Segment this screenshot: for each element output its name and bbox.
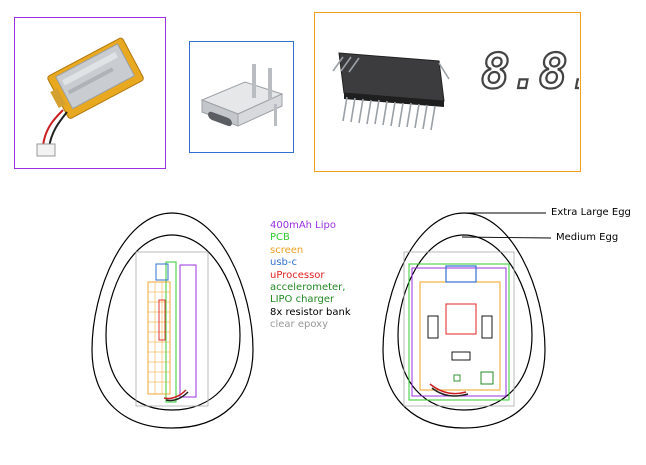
right-resistor-center xyxy=(452,352,470,360)
medium-egg-leader xyxy=(462,237,551,238)
legend-item: PCB xyxy=(270,232,351,244)
left-clear-epoxy xyxy=(136,252,208,406)
legend-item: 400mAh Lipo xyxy=(270,220,351,232)
usb-c-connector-icon xyxy=(190,42,292,151)
legend-item: LIPO charger xyxy=(270,294,351,306)
extra-large-egg-label: Extra Large Egg xyxy=(551,207,631,218)
left-egg-assembly xyxy=(92,213,253,428)
right-lipo-charger xyxy=(481,372,493,384)
left-usbc xyxy=(156,264,168,280)
right-resistor-right xyxy=(482,316,492,338)
segment-display-icon: 8.8.8 xyxy=(315,13,579,170)
battery-photo-frame xyxy=(14,17,166,169)
right-pcb xyxy=(409,264,509,400)
right-medium-egg xyxy=(398,235,532,410)
segment-digits: 8.8.8 xyxy=(481,44,579,100)
legend-item: clear epoxy xyxy=(270,319,351,331)
right-battery xyxy=(412,268,506,396)
left-medium-egg xyxy=(106,235,240,410)
screen-photo-frame: 8.8.8 xyxy=(314,12,581,172)
right-egg-assembly xyxy=(383,213,545,428)
left-screen xyxy=(148,282,170,394)
component-legend: 400mAh LipoPCBscreenusb-cuProcessoraccel… xyxy=(270,220,351,332)
lipo-battery-icon xyxy=(15,18,164,167)
left-uprocessor xyxy=(159,300,165,340)
right-screen xyxy=(420,282,500,390)
legend-item: uProcessor xyxy=(270,270,351,282)
right-uprocessor xyxy=(446,304,476,334)
medium-egg-label: Medium Egg xyxy=(556,232,618,243)
legend-item: accelerometer, xyxy=(270,282,351,294)
left-battery xyxy=(180,265,196,397)
right-resistor-left xyxy=(428,316,438,338)
legend-item: usb-c xyxy=(270,257,351,269)
right-extra-large-egg xyxy=(383,213,545,428)
legend-item: 8x resistor bank xyxy=(270,307,351,319)
right-accelerometer xyxy=(454,375,460,381)
right-clear-epoxy xyxy=(404,252,514,406)
left-pcb xyxy=(166,262,176,402)
left-extra-large-egg xyxy=(92,213,253,428)
right-usbc xyxy=(446,266,476,282)
legend-item: screen xyxy=(270,245,351,257)
usbc-photo-frame xyxy=(189,41,294,153)
